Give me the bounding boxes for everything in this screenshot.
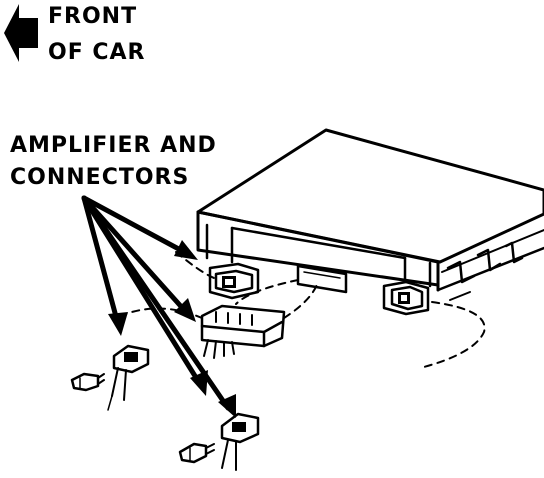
terminal-plug-left bbox=[70, 372, 105, 392]
amplifier-callout-line-2: CONNECTORS bbox=[10, 165, 190, 190]
multi-pin-connector bbox=[200, 304, 286, 359]
front-direction-arrow-icon bbox=[4, 4, 38, 62]
front-of-car-label-line-1: FRONT bbox=[48, 4, 138, 29]
amplifier-housing bbox=[196, 128, 544, 301]
small-connector-bottom bbox=[220, 412, 260, 471]
left-mounted-connector bbox=[208, 262, 260, 300]
terminal-plug-bottom bbox=[178, 442, 215, 464]
small-connector-left bbox=[107, 344, 150, 411]
amplifier-callout-line-1: AMPLIFIER AND bbox=[10, 133, 217, 158]
front-of-car-label-line-2: OF CAR bbox=[48, 40, 146, 65]
callout-leader-arrows bbox=[81, 195, 236, 418]
right-mounted-connector bbox=[382, 280, 430, 316]
